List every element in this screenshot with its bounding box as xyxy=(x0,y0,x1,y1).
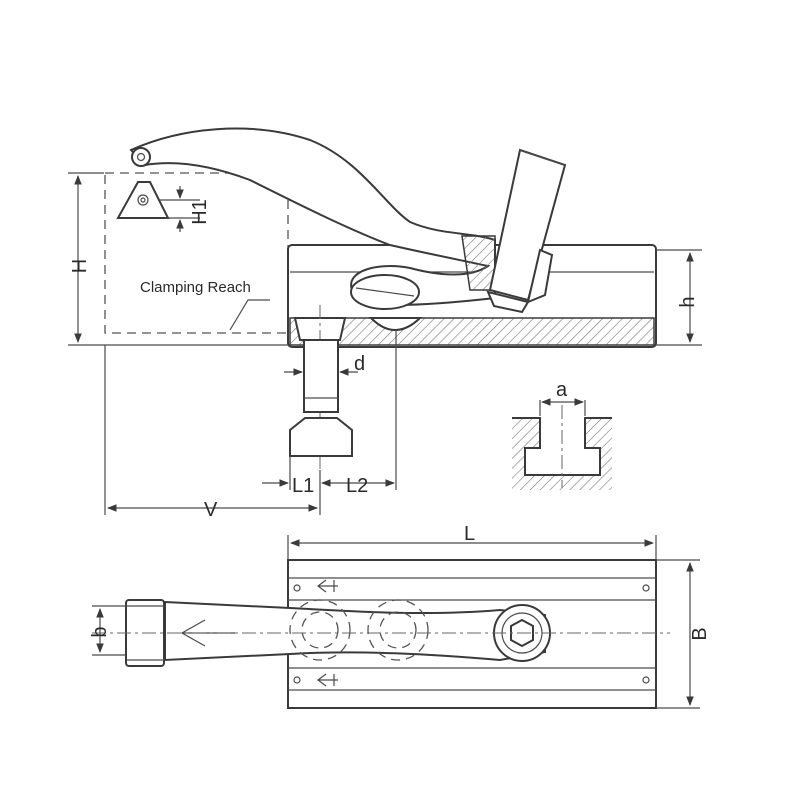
side-view: H H1 Clamping Reach h d L1 L2 V xyxy=(68,127,702,521)
mount-hole-bl xyxy=(293,676,301,684)
label-L2: L2 xyxy=(346,475,368,497)
t-slot-hatched xyxy=(512,418,612,490)
label-L: L xyxy=(464,523,475,545)
cam-slot-line xyxy=(355,287,415,297)
label-h: h xyxy=(677,296,699,307)
pivot-stud xyxy=(368,317,423,331)
mount-hole-br xyxy=(642,676,650,684)
bolt-circle-2 xyxy=(367,599,429,661)
mount-hole-tr xyxy=(642,584,650,592)
handle-bracket xyxy=(526,248,554,304)
label-d: d xyxy=(354,353,365,375)
rail-arrow-top-icon xyxy=(317,579,338,593)
label-V: V xyxy=(204,499,218,521)
label-clamping-reach: Clamping Reach xyxy=(140,279,251,296)
rail-arrow-bottom-icon xyxy=(317,673,338,687)
arm-tip-pin xyxy=(136,152,146,162)
bolt-head-top xyxy=(293,317,347,341)
pad-hole xyxy=(137,194,149,206)
mount-hole-tl xyxy=(293,584,301,592)
top-clamp-arm xyxy=(164,600,546,662)
handle-foot xyxy=(486,290,530,314)
bolt-circle-2-inner xyxy=(379,611,417,649)
rail-hatched-strip xyxy=(289,317,655,346)
pressure-pad xyxy=(116,181,170,219)
label-a: a xyxy=(556,379,568,401)
clamping-reach-leader xyxy=(229,299,270,331)
top-view: L b xyxy=(89,523,711,709)
arm-tip-hole xyxy=(131,147,151,167)
label-L1: L1 xyxy=(292,475,314,497)
t-bolt-nut xyxy=(289,417,353,457)
handle-grip-line xyxy=(519,149,566,166)
bolt-circle-1-inner xyxy=(301,611,339,649)
label-b: b xyxy=(89,626,111,637)
label-H: H xyxy=(69,259,91,273)
label-H1: H1 xyxy=(189,199,211,225)
bolt-circle-1 xyxy=(289,599,351,661)
t-slot-section: a xyxy=(512,379,612,490)
label-B: B xyxy=(689,627,711,640)
pad-hole-center xyxy=(140,197,146,203)
t-bolt-shank xyxy=(303,339,339,413)
